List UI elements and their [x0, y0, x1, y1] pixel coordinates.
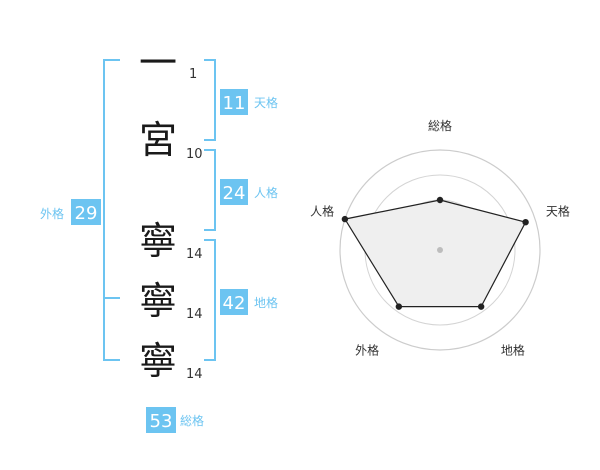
name-char-2: 宮 [139, 118, 177, 162]
soukaku-label: 総格 [180, 413, 204, 428]
stroke-count-3: 14 [186, 247, 203, 262]
gaikaku-value: 29 [75, 203, 98, 224]
gaikaku-badge: 外格 29 [40, 199, 101, 225]
radar-point-3 [477, 303, 485, 310]
stroke-count-2: 10 [186, 147, 203, 162]
name-characters: 一 宮 寧 寧 寧 [139, 41, 177, 383]
tenkaku-value: 11 [223, 93, 246, 114]
name-char-4: 寧 [139, 279, 177, 323]
brackets [103, 59, 216, 361]
jinkaku-value: 24 [223, 183, 246, 204]
name-char-5: 寧 [139, 339, 177, 383]
soukaku-badge: 53 総格 [146, 407, 204, 433]
jinkaku-label: 人格 [254, 185, 278, 200]
jinkaku-badge: 24 人格 [220, 179, 278, 205]
radar-axis-label-3: 地格 [501, 342, 525, 357]
radar-axis-label-1: 総格 [428, 118, 452, 133]
radar-axis-label-5: 人格 [310, 204, 334, 219]
name-char-3: 寧 [139, 219, 177, 263]
stroke-count-1: 1 [189, 67, 197, 82]
radar-point-1 [436, 196, 444, 204]
radar-axis-label-4: 外格 [355, 342, 379, 357]
chikaku-box [220, 289, 248, 315]
radar-polygon [343, 199, 527, 308]
chikaku-badge: 42 地格 [220, 289, 278, 315]
stroke-count-4: 14 [186, 307, 203, 322]
radar-axis-label-2: 天格 [546, 204, 570, 219]
soukaku-value: 53 [150, 411, 173, 432]
stroke-counts: 1 10 14 14 14 [186, 67, 203, 382]
tenkaku-box [220, 89, 248, 115]
radar-ring-4 [339, 149, 541, 351]
tenkaku-badge: 11 天格 [220, 89, 278, 115]
chikaku-label: 地格 [254, 295, 278, 310]
radar-point-5 [341, 215, 349, 223]
tenkaku-label: 天格 [254, 95, 278, 110]
radar-center-dot [437, 247, 443, 253]
chikaku-bracket [204, 239, 216, 361]
name-char-1: 一 [139, 41, 177, 85]
jinkaku-box [220, 179, 248, 205]
chikaku-value: 42 [223, 293, 246, 314]
gaikaku-box [71, 199, 101, 225]
soukaku-box [146, 407, 176, 433]
gaikaku-label: 外格 [40, 206, 64, 221]
tenkaku-bracket [204, 59, 216, 141]
radar-point-4 [395, 303, 403, 310]
gaikaku-bracket [103, 59, 120, 361]
radar-point-2 [522, 218, 529, 226]
stroke-count-5: 14 [186, 367, 203, 382]
jinkaku-bracket [204, 149, 216, 231]
